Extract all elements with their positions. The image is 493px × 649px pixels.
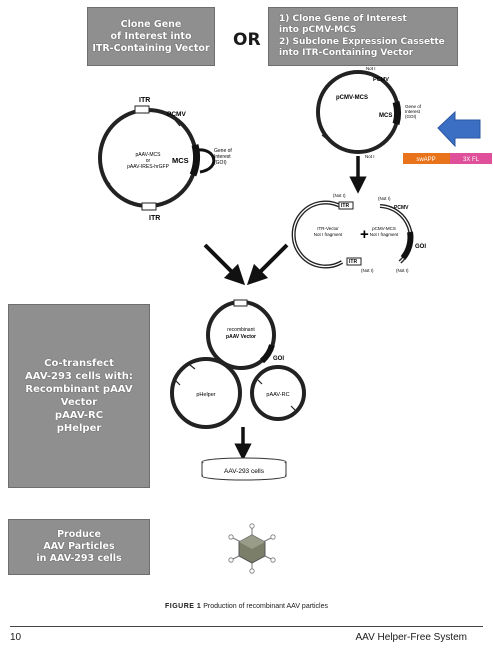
mcs-right-label: MCS (379, 113, 392, 119)
plus-sign: + (360, 226, 369, 243)
highlight-arrow-icon (437, 110, 481, 148)
recombinant-paav-plasmid: recombinant pAAV Vector GOI (206, 299, 284, 370)
swapp-segment (403, 153, 450, 164)
itr-vector-fragment: (Not I) ITR ITR-Vector Not I fragment IT… (291, 193, 374, 273)
pcmv-mcs-fragment: (Not I) PCMV pCMV-MCS Not I fragment GOI… (370, 196, 427, 273)
frag-right-name2: Not I fragment (370, 232, 399, 237)
plasmid-name-line2: or (146, 158, 151, 164)
pcmv-mcs-plasmid: Not I PCMV pCMV-MCS MCS Gene of Interest… (316, 66, 422, 159)
figure-caption-text: Production of recombinant AAV particles (201, 603, 328, 610)
frag-left-itr-top: ITR (341, 203, 349, 209)
not-i-top-label: Not I (366, 66, 376, 71)
frag-left-name2: Not I fragment (314, 232, 343, 237)
recombinant-line2: pAAV Vector (226, 334, 256, 340)
frag-left-itr-bottom: ITR (349, 259, 357, 265)
frag-right-not-bottom: (Not I) (396, 268, 409, 273)
flag-label: 3X FL (463, 157, 480, 163)
frag-left-name1: ITR-Vector (317, 226, 339, 231)
frag-right-not-top: (Not I) (378, 196, 391, 201)
page-number: 10 (10, 632, 22, 643)
plasmid-name-line1: pAAV-MCS (136, 152, 162, 158)
running-title: AAV Helper-Free System (355, 632, 467, 643)
recombinant-line1: recombinant (227, 327, 255, 333)
goi-label-line3: (GOI) (214, 160, 227, 166)
frag-right-pcmv: PCMV (394, 205, 409, 211)
pcmv-label: PCMV (167, 111, 186, 118)
itr-top-box (134, 105, 150, 114)
goi-insert-arc (197, 148, 216, 174)
step-cotransfect-box: Co-transfect AAV-293 cells with: Recombi… (8, 304, 150, 488)
converge-arrow-right (246, 243, 289, 286)
pcmv-right-label: PCMV (373, 77, 389, 83)
frag-left-not-bottom: (Not I) (361, 268, 374, 273)
not-i-bottom-label: Not I (365, 154, 375, 159)
paav-rc-label: pAAV-RC (266, 392, 289, 398)
phelper-plasmid: pHelper (170, 357, 242, 429)
plasmid-name-line3: pAAV-IRES-hrGFP (127, 164, 170, 170)
goi-right-line2: Interest (405, 109, 421, 114)
paav-mcs-plasmid: ITR PCMV pAAV-MCS or pAAV-IRES-hrGFP MCS… (98, 97, 232, 222)
step-clone-into-pcmv-box: 1) Clone Gene of Interest into pCMV-MCS … (268, 7, 458, 66)
aav-particle-icon (228, 523, 276, 574)
figure-caption: FIGURE 1 Production of recombinant AAV p… (0, 603, 493, 610)
step-clone-into-itr-box: Clone Gene of Interest into ITR-Containi… (87, 7, 215, 66)
goi-right-line1: Gene of (405, 104, 422, 109)
pcmv-mcs-name: pCMV-MCS (336, 95, 368, 101)
or-label: OR (233, 30, 261, 50)
goi-label-line1: Gene of (214, 148, 232, 154)
recombinant-goi: GOI (273, 356, 284, 362)
flag-segment (450, 153, 492, 164)
insert-bar: swAPP 3X FL (403, 153, 492, 164)
itr-bottom-label: ITR (149, 215, 160, 222)
converge-arrow-left (203, 243, 246, 286)
itr-top-label: ITR (139, 97, 150, 104)
dish-label: AAV-293 cells (224, 468, 265, 475)
paav-rc-plasmid: pAAV-RC (250, 365, 306, 421)
footer-rule (10, 626, 483, 627)
phelper-label: pHelper (196, 392, 215, 398)
mcs-label: MCS (172, 156, 189, 165)
frag-right-goi: GOI (415, 244, 426, 250)
goi-label-line2: Interest (214, 154, 231, 160)
frag-left-not-top: (Not I) (333, 193, 346, 198)
goi-right-line3: (GOI) (405, 114, 417, 119)
frag-right-name1: pCMV-MCS (372, 226, 396, 231)
figure-label: FIGURE 1 (164, 603, 202, 610)
mcs-segment (189, 144, 200, 177)
swapp-label: swAPP (416, 157, 435, 163)
itr-bottom-box (141, 202, 157, 211)
step-produce-box: Produce AAV Particles in AAV-293 cells (8, 519, 150, 575)
cell-dish: AAV-293 cells (201, 457, 287, 481)
